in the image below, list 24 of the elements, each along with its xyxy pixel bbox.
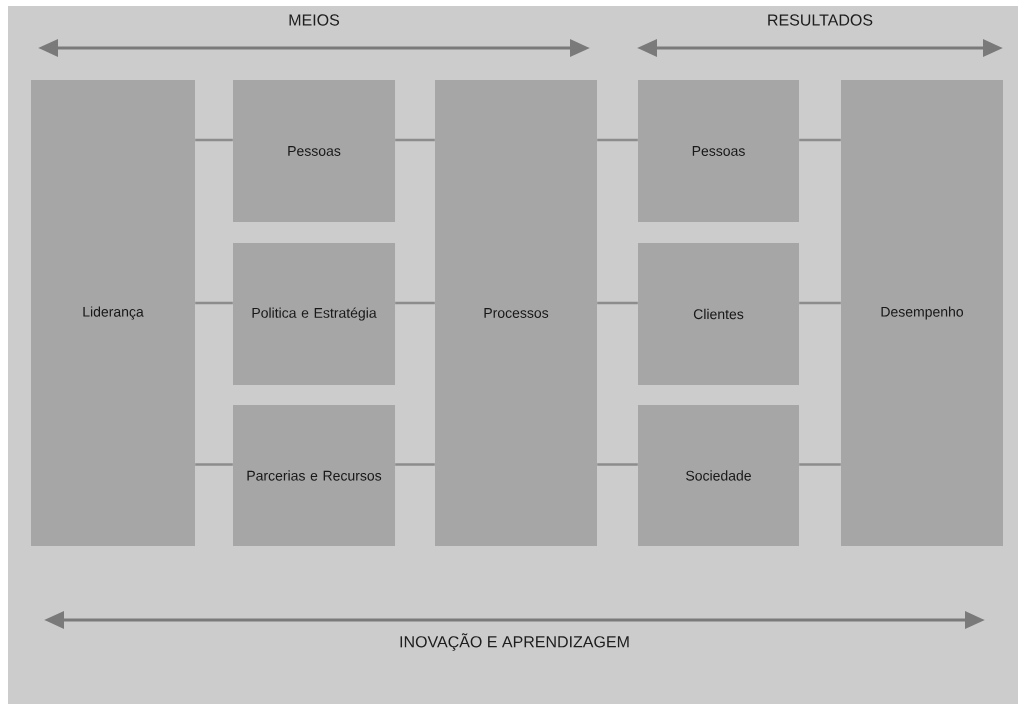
column-box: Liderança: [31, 80, 195, 546]
connector-line: [395, 463, 435, 466]
connector-line: [395, 138, 435, 142]
connector-line: [395, 301, 435, 305]
connector-line: [195, 301, 233, 305]
category-box: Pessoas: [233, 80, 395, 222]
column-box: Desempenho: [841, 80, 1003, 546]
category-box: Sociedade: [638, 405, 799, 546]
section-label: RESULTADOS: [768, 14, 873, 26]
category-box: Pessoas: [638, 80, 799, 222]
connector-line: [597, 463, 638, 466]
category-box: Parcerias e Recursos: [233, 405, 395, 546]
category-box: Politica e Estratégia: [233, 243, 395, 385]
connector-line: [799, 138, 841, 142]
connector-line: [597, 138, 638, 142]
connector-line: [195, 463, 233, 466]
section-label: MEIOS: [289, 14, 340, 26]
section-label: INOVAÇÃO E APRENDIZAGEM: [400, 633, 629, 651]
connector-line: [799, 301, 841, 305]
connector-line: [597, 301, 638, 305]
column-box: Processos: [435, 80, 597, 546]
category-box: Clientes: [638, 243, 799, 385]
connector-line: [195, 138, 233, 142]
connector-line: [799, 463, 841, 466]
